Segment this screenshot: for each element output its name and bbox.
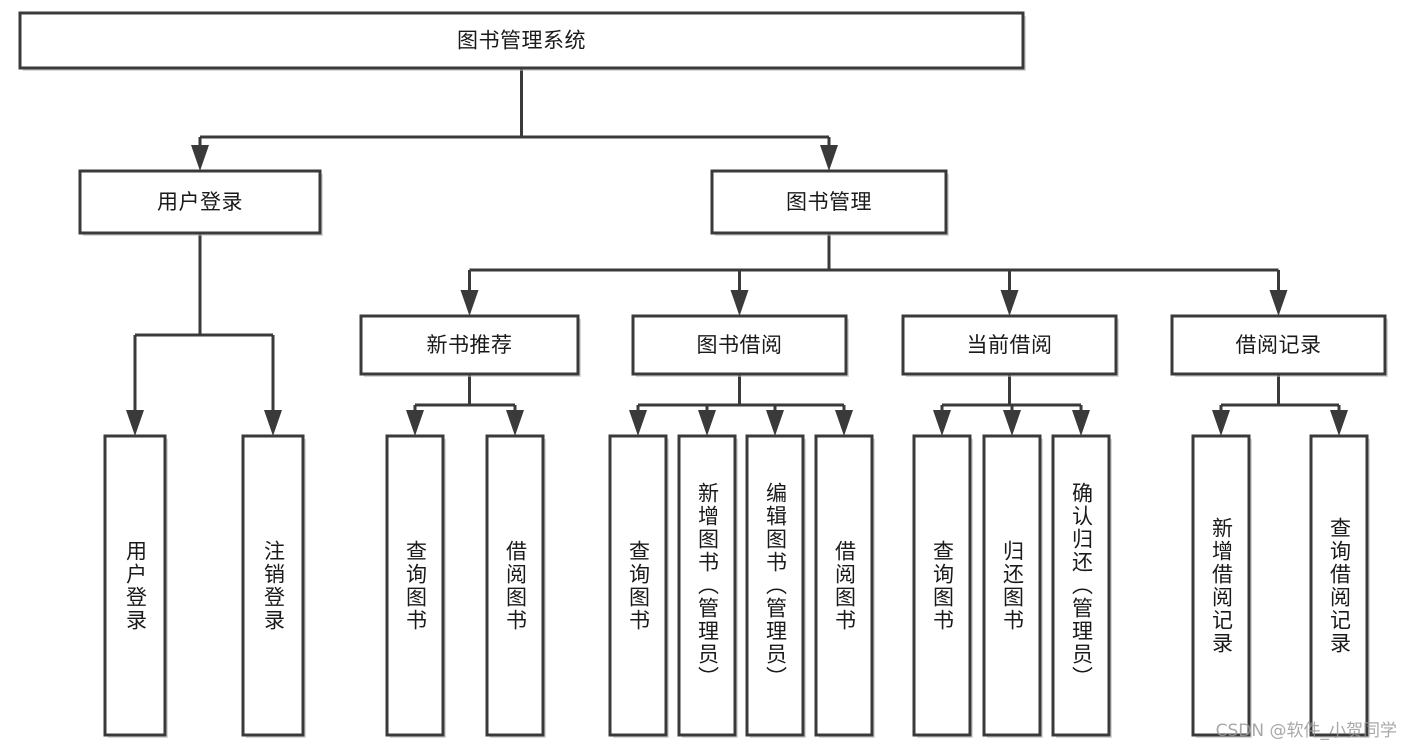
node-box-root[interactable]: [18, 11, 1025, 70]
arrow-borrow-edit-book-arrowhead: [766, 410, 784, 436]
arrow-current-confirm-return-arrowhead: [1072, 410, 1090, 436]
node-box-current-borrow[interactable]: [901, 314, 1118, 376]
node-box-new-book-recommend[interactable]: [359, 314, 580, 376]
node-box-borrow-add-book[interactable]: [677, 434, 737, 737]
node-box-record-query[interactable]: [1309, 434, 1369, 737]
node-box-recommend-borrow-book[interactable]: [485, 434, 545, 737]
node-label-new-book-recommend: 新书推荐: [427, 333, 513, 357]
arrow-borrow-add-book-arrowhead: [698, 410, 716, 436]
arrow-current-borrow-arrowhead: [1000, 290, 1019, 316]
node-box-recommend-query-book[interactable]: [385, 434, 445, 737]
node-box-record-add[interactable]: [1191, 434, 1251, 737]
arrow-user-logout-arrowhead: [264, 410, 282, 436]
node-box-borrow-query-book[interactable]: [608, 434, 668, 737]
node-box-borrow-borrow-book[interactable]: [814, 434, 874, 737]
arrow-borrow-record-arrowhead: [1269, 290, 1288, 316]
node-box-book-borrow[interactable]: [631, 314, 848, 376]
node-label-borrow-record: 借阅记录: [1236, 333, 1322, 357]
node-label-book-manage: 图书管理: [786, 190, 872, 214]
arrow-current-return-book-arrowhead: [1003, 410, 1021, 436]
connector-layer: [126, 68, 1348, 436]
arrow-book-manage-arrowhead: [820, 145, 838, 171]
node-box-user-login-do[interactable]: [103, 434, 167, 737]
watermark: CSDN @软件_小贺同学: [1215, 721, 1397, 741]
node-label-book-borrow: 图书借阅: [697, 333, 783, 357]
node-box-book-manage[interactable]: [710, 169, 948, 235]
arrow-borrow-borrow-book-arrowhead: [835, 410, 853, 436]
node-box-current-query-book[interactable]: [912, 434, 972, 737]
node-label-current-borrow: 当前借阅: [967, 333, 1053, 357]
node-label-root: 图书管理系统: [457, 29, 586, 53]
arrow-record-add-arrowhead: [1212, 410, 1230, 436]
node-box-current-return-book[interactable]: [982, 434, 1042, 737]
arrow-recommend-borrow-book-arrowhead: [506, 410, 524, 436]
node-box-user-login[interactable]: [78, 169, 322, 235]
arrow-recommend-query-book-arrowhead: [406, 410, 424, 436]
node-box-borrow-edit-book[interactable]: [745, 434, 805, 737]
node-box-current-confirm-return[interactable]: [1051, 434, 1111, 737]
arrow-new-book-recommend-arrowhead: [460, 290, 479, 316]
arrow-user-login-do-arrowhead: [126, 410, 144, 436]
arrow-current-query-book-arrowhead: [933, 410, 951, 436]
node-box-borrow-record[interactable]: [1170, 314, 1387, 376]
arrow-user-login-arrowhead: [191, 145, 209, 171]
node-label-user-login: 用户登录: [157, 190, 243, 214]
arrow-record-query-arrowhead: [1330, 410, 1348, 436]
node-box-user-logout[interactable]: [241, 434, 305, 737]
arrow-borrow-query-book-arrowhead: [629, 410, 647, 436]
arrow-book-borrow-arrowhead: [730, 290, 749, 316]
